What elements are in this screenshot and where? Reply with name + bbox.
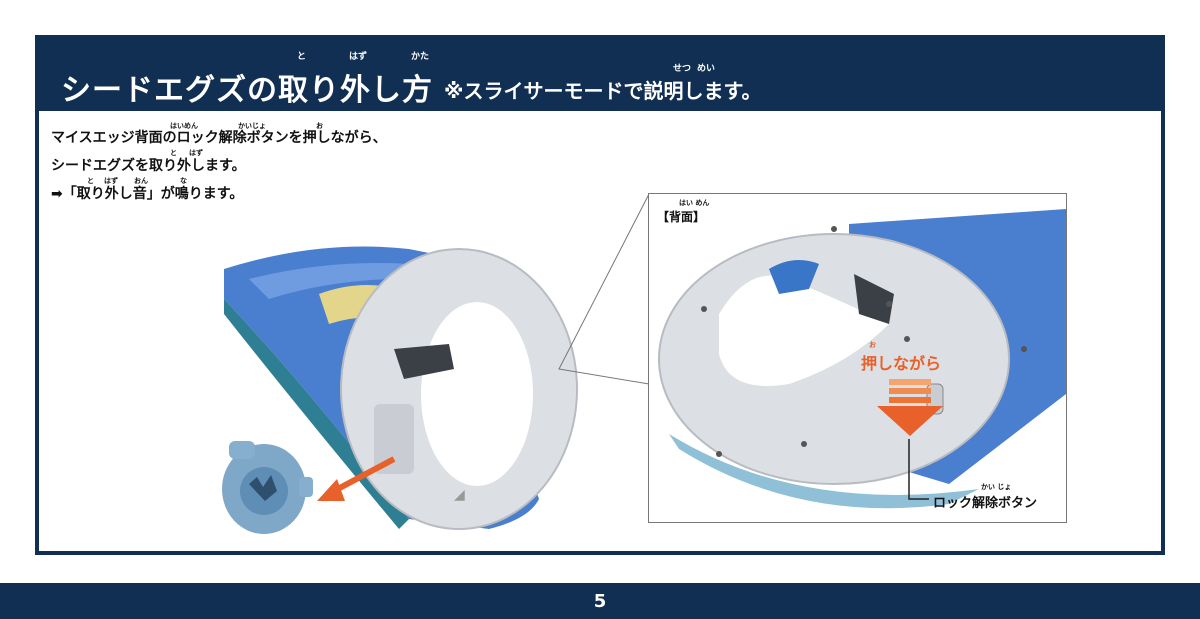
- button-leader-line: [908, 439, 929, 500]
- ruby-hazu-3: はず: [104, 177, 118, 185]
- press-ruby: お: [869, 341, 876, 349]
- ruby-kaijo: かいじょ: [238, 122, 266, 130]
- inset-label: 【背面】: [657, 210, 706, 224]
- button-label: ロック解除ボタン: [933, 496, 1038, 511]
- instruction-line-3: ➡「取り外し音」が鳴ります。: [51, 186, 244, 202]
- subtitle-ruby-setsu: せつ: [673, 64, 692, 74]
- button-ruby: かい じょ: [981, 483, 1012, 491]
- arrow-left-down-icon: [317, 456, 396, 501]
- socket: [374, 404, 414, 474]
- callout-lines: [558, 193, 650, 385]
- page-title: シードエグズの取り外し方: [61, 73, 433, 108]
- title-ruby-to: と: [297, 52, 307, 62]
- ruby-na-3: な: [180, 177, 187, 185]
- instruction-panel: と はず かた シードエグズの取り外し方 せつ めい ※スライサーモードで説明し…: [35, 35, 1165, 555]
- ruby-o: お: [316, 122, 323, 130]
- ruby-hazu-2: はず: [189, 149, 203, 157]
- subtitle-ruby-mei: めい: [697, 64, 716, 74]
- ruby-haimen: はいめん: [170, 122, 198, 130]
- title-ruby-kata: かた: [411, 52, 430, 62]
- rear-ring-hole: [719, 275, 889, 386]
- ruby-to-3: と: [87, 177, 94, 185]
- seed-eggs: [222, 441, 313, 534]
- press-label: 押しながら: [861, 354, 942, 373]
- page-subtitle: ※スライサーモードで説明します。: [444, 79, 762, 103]
- blade-highlight: [249, 263, 419, 299]
- ring-hole: [421, 302, 533, 486]
- page-number: 5: [593, 591, 607, 612]
- instruction-line-2: シードエグズを取り外します。: [51, 158, 246, 174]
- ruby-to-2: と: [170, 149, 177, 157]
- device-illustration: ◢: [222, 246, 578, 534]
- rear-blade-edge: [669, 434, 979, 509]
- ruby-on-3: おん: [134, 177, 148, 185]
- rear-view-inset: はい めん 【背面】 お 押しながら: [648, 193, 1067, 523]
- rear-dark-slot: [854, 274, 894, 324]
- header-bar: と はず かた シードエグズの取り外し方 せつ めい ※スライサーモードで説明し…: [39, 39, 1161, 111]
- inset-label-ruby: はい めん: [679, 199, 710, 207]
- blue-hook: [769, 260, 819, 294]
- dark-slot: [394, 344, 454, 379]
- footer-bar: 5: [0, 583, 1200, 619]
- arrow-down-icon: [877, 379, 943, 436]
- rear-view-illustration: [658, 209, 1066, 509]
- instruction-line-1: マイスエッジ背面のロック解除ボタンを押しながら、: [51, 130, 387, 146]
- ring-mark: ◢: [454, 487, 465, 503]
- title-ruby-hazu: はず: [349, 52, 368, 62]
